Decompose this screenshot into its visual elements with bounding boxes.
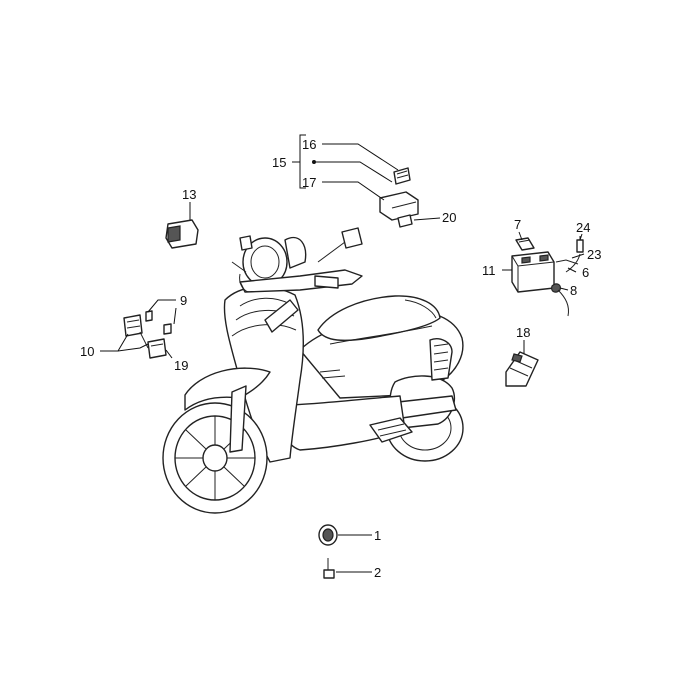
- part-16: [393, 167, 411, 185]
- part-2-bolt: [323, 558, 372, 579]
- front-fender: [184, 367, 271, 411]
- callout-1: 1: [374, 528, 381, 543]
- callout-9: 9: [180, 293, 187, 308]
- callout-19: 19: [174, 358, 188, 373]
- part-7-strap: [515, 237, 535, 251]
- callout-7: 7: [514, 217, 521, 232]
- part-8-cable: [551, 283, 569, 317]
- part-10: [123, 310, 153, 349]
- callout-11: 11: [482, 263, 496, 278]
- handlebar: [231, 241, 363, 293]
- scooter-illustration: [162, 227, 464, 514]
- part-13: [165, 202, 199, 249]
- bracket-15: [292, 134, 306, 189]
- callout-20: 20: [442, 210, 456, 225]
- callout-6: 6: [582, 265, 589, 280]
- part-11-battery: [511, 251, 555, 293]
- leaders-battery: [502, 231, 585, 291]
- front-wheel: [162, 402, 268, 514]
- callout-17: 17: [302, 175, 316, 190]
- callout-24: 24: [576, 220, 590, 235]
- engine-block: [389, 338, 457, 429]
- callout-23: 23: [587, 247, 601, 262]
- callout-13: 13: [182, 187, 196, 202]
- part-17: [379, 191, 419, 228]
- mirror-left: [239, 235, 253, 251]
- front-fork: [229, 385, 247, 453]
- callout-15: 15: [272, 155, 286, 170]
- callout-16: 16: [302, 137, 316, 152]
- part-18: [505, 340, 539, 387]
- floorboard: [281, 395, 413, 451]
- leaders-15-17: [312, 143, 441, 221]
- part-19: [147, 323, 172, 359]
- leaders-9-10-19: [100, 299, 177, 359]
- callout-10: 10: [80, 344, 94, 359]
- callout-8: 8: [570, 283, 577, 298]
- part-1-horn: [318, 524, 372, 546]
- callout-2: 2: [374, 565, 381, 580]
- part-23-24-terminal: [576, 236, 584, 253]
- headlight: [242, 236, 307, 287]
- bullet-marker: [312, 160, 316, 164]
- mirror-right: [341, 227, 363, 249]
- callout-18: 18: [516, 325, 530, 340]
